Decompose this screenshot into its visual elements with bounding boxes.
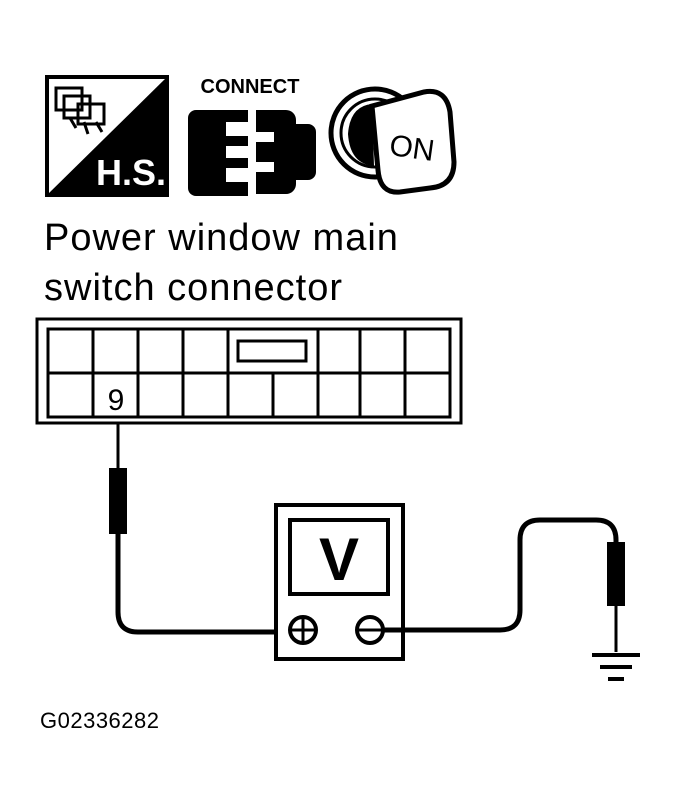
figure-code: G02336282	[40, 708, 160, 733]
connector-face	[35, 317, 463, 425]
negative-probe-lead	[383, 517, 625, 652]
connect-label: CONNECT	[201, 76, 300, 98]
ground-icon	[592, 653, 640, 681]
minus-terminal-icon	[355, 615, 385, 645]
harness-sign-icon: H.S.	[45, 75, 169, 197]
ignition-key-on-icon: ON	[328, 86, 457, 195]
meter-label: V	[319, 526, 359, 593]
terminal-number-label: 9	[108, 384, 125, 417]
connector-connect-icon: CONNECT	[188, 76, 316, 196]
plus-terminal-icon	[288, 615, 318, 645]
connector-title-line2: switch connector	[44, 267, 344, 309]
positive-probe-lead	[109, 422, 288, 635]
harness-sign-label: H.S.	[96, 152, 166, 193]
ignition-on-label: ON	[387, 129, 436, 168]
connector-title-line1: Power window main	[44, 217, 399, 259]
voltmeter	[274, 503, 405, 661]
